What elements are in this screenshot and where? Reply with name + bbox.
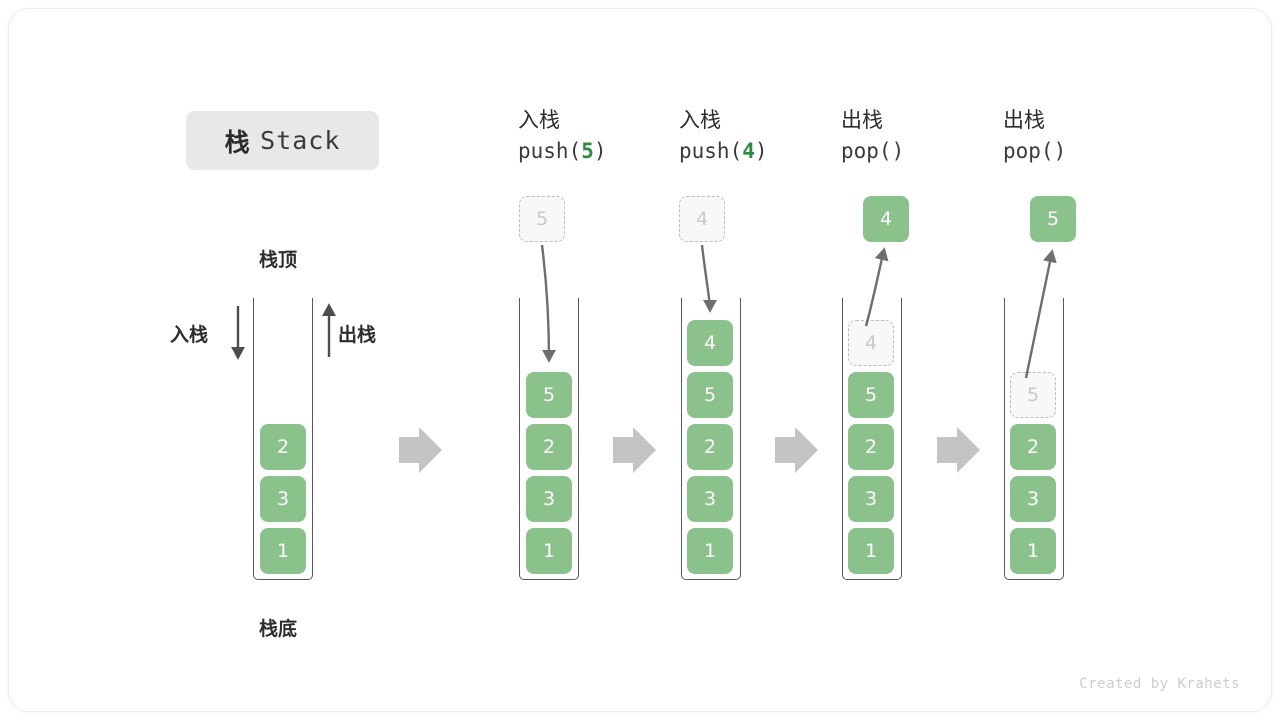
stack-cell: 1 <box>687 528 733 574</box>
stack-top-label: 栈顶 <box>259 249 298 271</box>
stack-bottom-label: 栈底 <box>259 618 298 640</box>
op-title-code: push(5) <box>518 137 607 166</box>
stack-cell: 3 <box>1010 476 1056 522</box>
op-title-cjk: 出栈 <box>841 108 883 132</box>
op-code-prefix: pop( <box>841 138 892 163</box>
op-header-pop-5: 出栈 pop() <box>1003 106 1066 166</box>
popped-cell: 5 <box>1030 196 1076 242</box>
push-direction-label: 入栈 <box>170 324 209 346</box>
op-code-prefix: pop( <box>1003 138 1054 163</box>
title-cjk: 栈 <box>224 127 251 157</box>
stack-cell: 3 <box>848 476 894 522</box>
stack-cell: 3 <box>260 476 306 522</box>
stack-container-push-5 <box>519 298 579 580</box>
op-code-suffix: ) <box>891 138 905 163</box>
stack-cell: 1 <box>848 528 894 574</box>
credit-text: Created by Krahets <box>1079 676 1240 692</box>
stack-ghost-cell: 4 <box>848 320 894 366</box>
stack-cell: 4 <box>687 320 733 366</box>
op-title-cjk: 入栈 <box>679 108 721 132</box>
op-code-suffix: ) <box>593 138 607 163</box>
op-code-arg: 4 <box>742 138 755 163</box>
stack-cell: 1 <box>260 528 306 574</box>
stack-cell: 3 <box>687 476 733 522</box>
stack-cell: 1 <box>526 528 572 574</box>
op-code-suffix: ) <box>754 138 768 163</box>
op-code-prefix: push( <box>679 138 743 163</box>
op-title-cjk: 出栈 <box>1003 108 1045 132</box>
stack-cell: 2 <box>687 424 733 470</box>
diagram-title-chip: 栈 Stack <box>186 111 379 170</box>
stack-cell: 2 <box>260 424 306 470</box>
stack-container-push-4 <box>681 298 741 580</box>
op-header-push-5: 入栈 push(5) <box>518 106 607 166</box>
floating-ghost-cell: 4 <box>679 196 725 242</box>
stack-cell: 3 <box>526 476 572 522</box>
op-title-code: pop() <box>1003 137 1066 166</box>
stack-cell: 1 <box>1010 528 1056 574</box>
stack-cell: 5 <box>848 372 894 418</box>
floating-ghost-cell: 5 <box>519 196 565 242</box>
op-title-code: push(4) <box>679 137 768 166</box>
stack-container-pop-5 <box>1004 298 1064 580</box>
stack-container-initial <box>253 298 313 580</box>
op-title-code: pop() <box>841 137 904 166</box>
stack-cell: 2 <box>848 424 894 470</box>
title-en: Stack <box>260 126 341 155</box>
stack-cell: 2 <box>1010 424 1056 470</box>
stack-cell: 5 <box>526 372 572 418</box>
op-code-prefix: push( <box>518 138 582 163</box>
stack-ghost-cell: 5 <box>1010 372 1056 418</box>
op-code-arg: 5 <box>581 138 594 163</box>
stack-cell: 2 <box>526 424 572 470</box>
stack-cell: 5 <box>687 372 733 418</box>
stack-container-pop-4 <box>842 298 902 580</box>
op-title-cjk: 入栈 <box>518 108 560 132</box>
op-code-suffix: ) <box>1053 138 1067 163</box>
op-header-push-4: 入栈 push(4) <box>679 106 768 166</box>
op-header-pop-4: 出栈 pop() <box>841 106 904 166</box>
popped-cell: 4 <box>863 196 909 242</box>
pop-direction-label: 出栈 <box>338 324 377 346</box>
